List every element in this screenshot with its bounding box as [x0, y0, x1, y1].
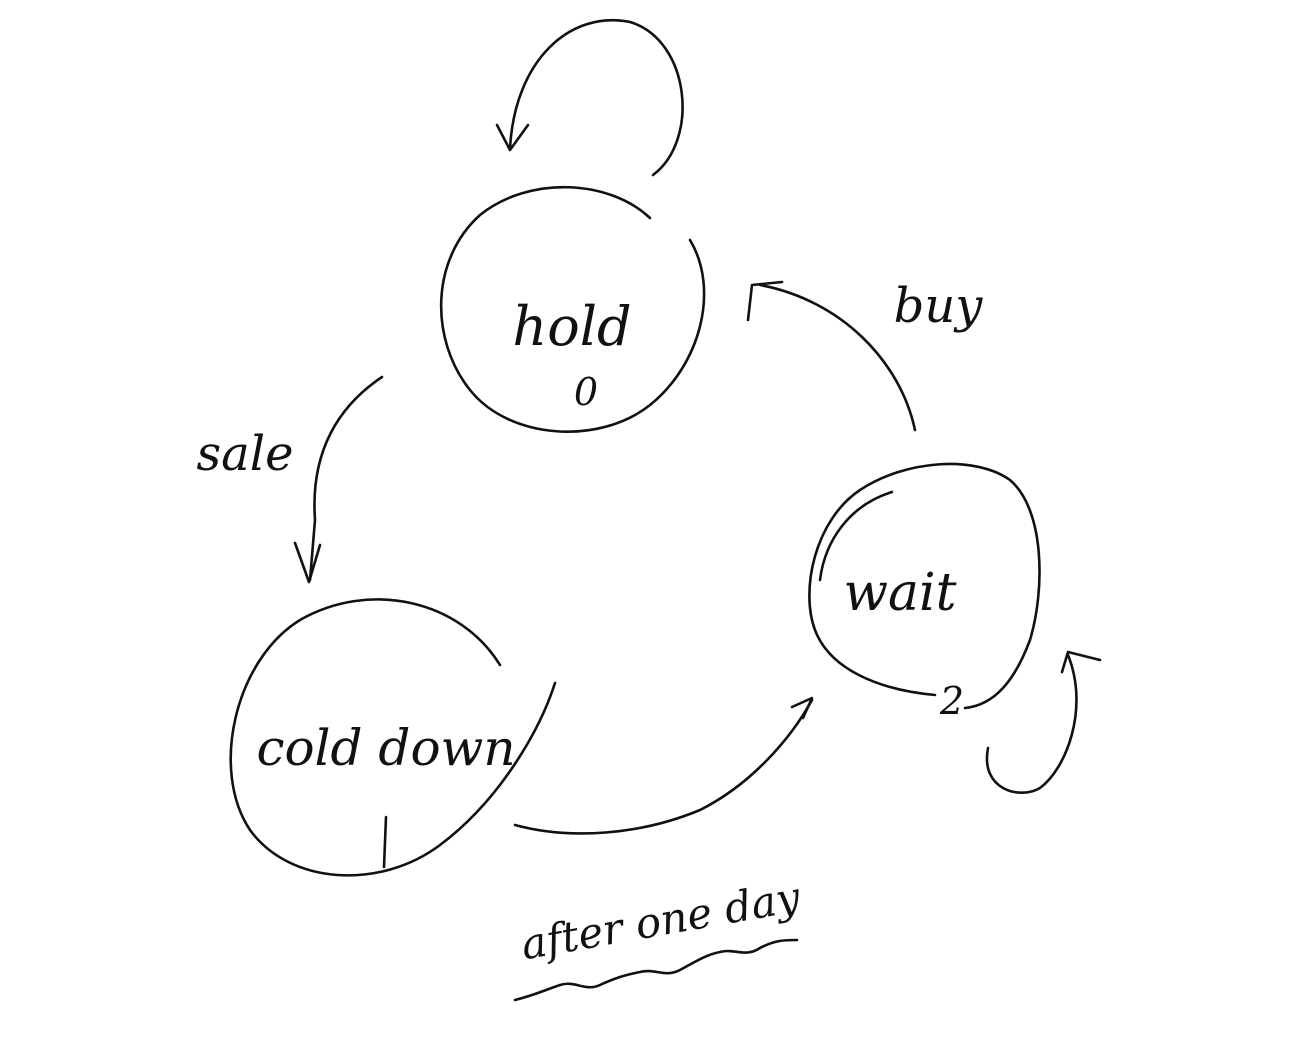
transition-buy: buy [746, 278, 984, 432]
state-hold-number: 0 [574, 370, 598, 414]
self-loop-wait-curve [985, 653, 1078, 795]
state-cold-down: cold down [229, 598, 557, 877]
state-hold-label: hold [512, 295, 631, 358]
state-hold-circle [439, 185, 706, 433]
state-cold-down-label: cold down [256, 719, 515, 777]
state-cold-down-number-mark [382, 815, 388, 869]
self-loop-wait [985, 650, 1102, 795]
state-wait-inner-stroke [818, 490, 894, 582]
transition-buy-label: buy [894, 278, 984, 334]
transition-after-one-day-curve [513, 698, 814, 835]
state-cold-down-circle [229, 598, 557, 877]
self-loop-wait-arrowhead [1060, 650, 1102, 674]
transition-buy-curve [758, 283, 917, 432]
state-wait-number: 2 [939, 679, 964, 723]
state-wait-label: wait [843, 563, 956, 623]
state-hold: hold 0 [439, 185, 706, 433]
state-wait: wait 2 [808, 462, 1041, 723]
transition-sale: sale [196, 375, 384, 584]
transition-after-one-day-underline [513, 938, 799, 1002]
self-loop-hold-arrowhead [495, 123, 530, 152]
transition-buy-arrowhead [746, 280, 784, 322]
state-wait-circle [808, 462, 1041, 710]
transition-after-one-day: after one day [513, 696, 814, 1002]
transition-sale-arrowhead [293, 541, 322, 584]
transition-sale-curve [308, 375, 384, 582]
self-loop-hold [495, 19, 684, 177]
transition-after-one-day-label: after one day [517, 872, 804, 969]
self-loop-hold-curve [508, 19, 684, 177]
transition-sale-label: sale [196, 426, 293, 482]
transition-after-one-day-arrowhead [790, 696, 814, 720]
